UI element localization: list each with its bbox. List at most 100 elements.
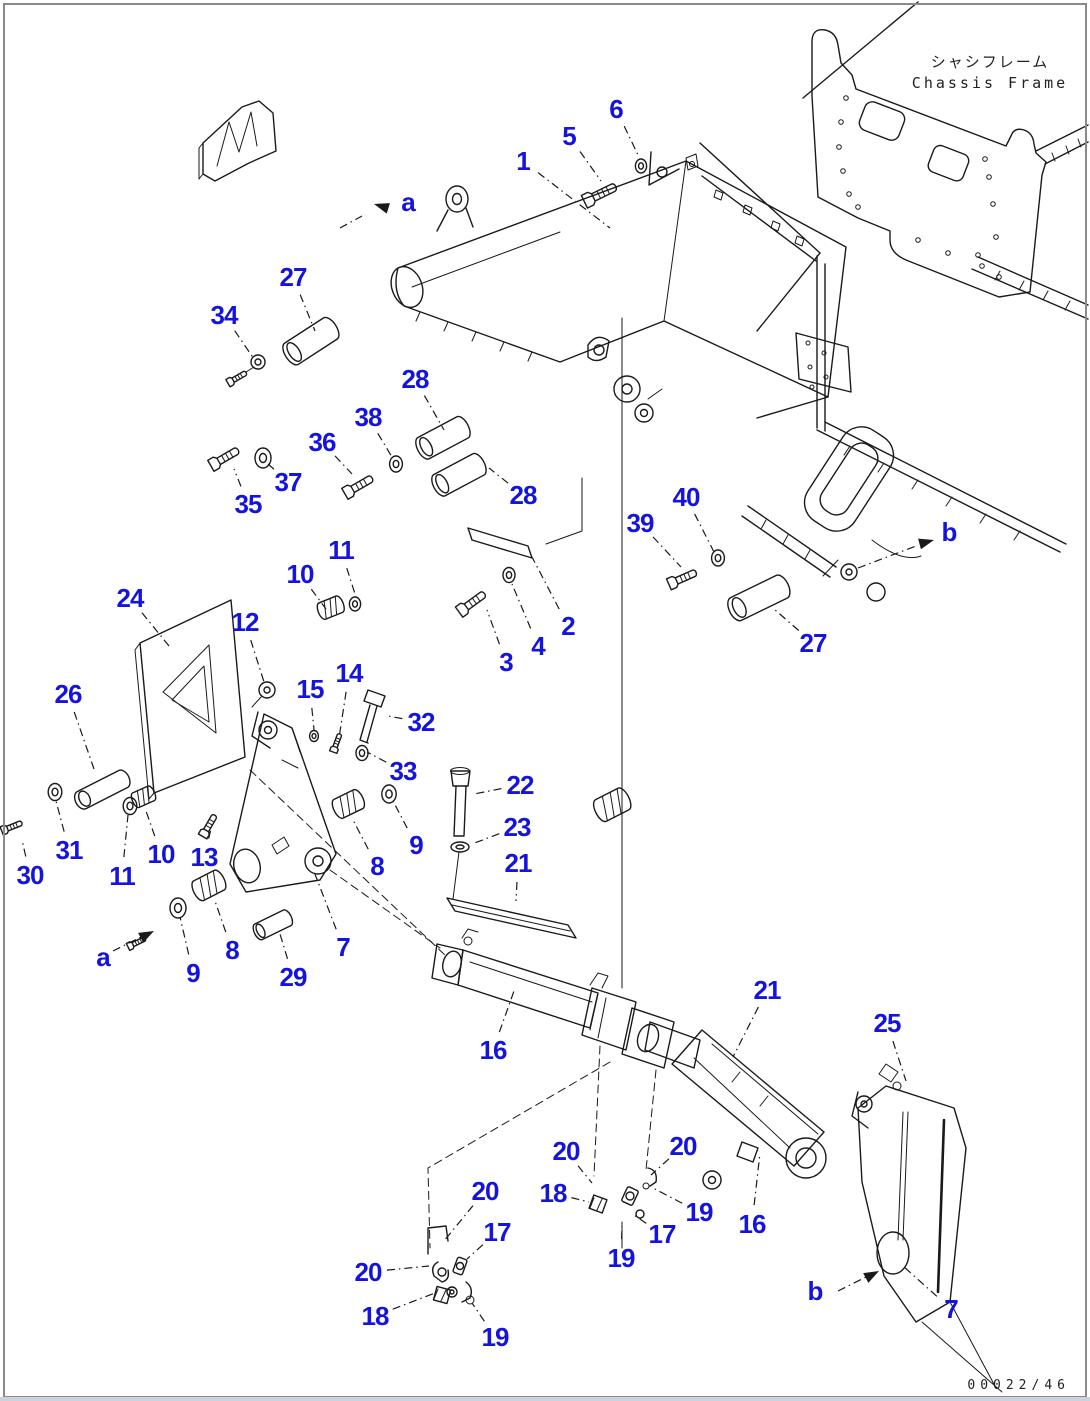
leader-line — [393, 1293, 435, 1309]
callout-34: 34 — [210, 300, 239, 330]
callout-18: 18 — [539, 1178, 568, 1208]
leader-line — [424, 396, 444, 430]
callout-10: 10 — [286, 559, 315, 589]
leader-line — [532, 557, 559, 609]
leader-line — [388, 716, 402, 719]
callout-18: 18 — [361, 1301, 390, 1331]
main-frame-drawing — [385, 152, 921, 988]
leader-line — [387, 1266, 429, 1270]
leader-line — [578, 1166, 592, 1183]
leader-line — [209, 829, 211, 839]
leader-line — [124, 815, 128, 857]
leader-line — [378, 433, 392, 457]
callout-15: 15 — [296, 674, 325, 704]
callout-24: 24 — [116, 583, 145, 613]
leader-line — [180, 917, 189, 954]
callout-22: 22 — [506, 770, 535, 800]
callout-1: 1 — [516, 146, 531, 176]
leader-line — [467, 1245, 483, 1259]
callout-39: 39 — [626, 508, 655, 538]
leader-line — [347, 568, 356, 597]
callout-7: 7 — [336, 932, 351, 962]
callout-16: 16 — [738, 1209, 767, 1239]
view-label-b: b — [941, 517, 958, 547]
callout-6: 6 — [609, 94, 624, 124]
view-arrow-a — [138, 931, 154, 943]
callout-17: 17 — [483, 1217, 512, 1247]
cylinder-21-drawing — [645, 1022, 826, 1189]
leader-line — [516, 882, 517, 901]
bottom-edge-strip — [0, 1397, 1090, 1401]
callout-2: 2 — [561, 611, 576, 641]
callout-23: 23 — [503, 812, 532, 842]
construction-lines — [250, 770, 656, 1248]
leader-line — [838, 1277, 866, 1291]
view-arrow-b — [918, 538, 934, 550]
diagram-title-japanese: シャシフレーム — [930, 53, 1050, 71]
callout-35: 35 — [234, 489, 263, 519]
leader-line — [624, 126, 639, 157]
leader-line — [312, 708, 314, 730]
leader-line — [512, 584, 531, 628]
leader-line — [474, 789, 501, 794]
leader-line — [300, 295, 315, 331]
callout-9: 9 — [186, 958, 201, 988]
leader-line — [251, 640, 264, 682]
callout-10: 10 — [147, 839, 176, 869]
leader-line — [472, 834, 499, 844]
callout-8: 8 — [370, 851, 385, 881]
view-arrow-a — [374, 203, 390, 214]
callout-8: 8 — [225, 935, 240, 965]
diagram-title-english: Chassis Frame — [911, 74, 1069, 92]
bracket-25-drawing — [852, 1064, 1002, 1392]
callout-17: 17 — [648, 1219, 677, 1249]
callout-20: 20 — [471, 1176, 500, 1206]
callout-19: 19 — [685, 1197, 714, 1227]
callout-3: 3 — [499, 647, 514, 677]
callout-19: 19 — [481, 1322, 510, 1352]
leader-line — [267, 463, 274, 469]
view-label-a: a — [401, 187, 416, 217]
leader-lines — [22, 126, 937, 1321]
leader-line — [538, 173, 610, 228]
callout-11: 11 — [328, 535, 354, 565]
leader-line — [499, 991, 514, 1032]
leader-line — [695, 514, 714, 552]
callout-27: 27 — [279, 262, 308, 292]
cylinder-16-drawing — [432, 929, 674, 1068]
leader-line — [489, 468, 508, 483]
leader-line — [56, 801, 64, 832]
callout-31: 31 — [55, 835, 84, 865]
leader-line — [733, 1007, 758, 1057]
leader-line — [311, 589, 326, 609]
view-label-b: b — [807, 1276, 824, 1306]
leader-line — [339, 692, 346, 738]
callout-19: 19 — [607, 1243, 636, 1273]
callout-14: 14 — [335, 658, 364, 688]
callout-9: 9 — [409, 830, 424, 860]
leader-line — [146, 811, 155, 836]
callout-40: 40 — [672, 482, 701, 512]
callout-29: 29 — [279, 962, 308, 992]
leader-line — [22, 840, 26, 856]
callout-28: 28 — [509, 480, 538, 510]
callout-20: 20 — [354, 1257, 383, 1287]
callout-20: 20 — [552, 1136, 581, 1166]
callout-30: 30 — [16, 860, 45, 890]
view-arrow-b — [863, 1271, 879, 1283]
leader-line — [580, 151, 601, 181]
bracket-24-drawing — [135, 600, 245, 799]
leader-line — [142, 613, 169, 646]
leader-line — [653, 537, 681, 567]
leader-line — [472, 1303, 484, 1321]
leader-line — [903, 1266, 937, 1296]
callout-21: 21 — [753, 975, 782, 1005]
leader-line — [340, 216, 362, 228]
leader-line — [352, 818, 368, 849]
leader-line — [634, 1215, 646, 1223]
fasteners-drawing — [0, 158, 795, 951]
hardware-cluster-right — [589, 1168, 656, 1248]
callout-7: 7 — [944, 1294, 959, 1324]
